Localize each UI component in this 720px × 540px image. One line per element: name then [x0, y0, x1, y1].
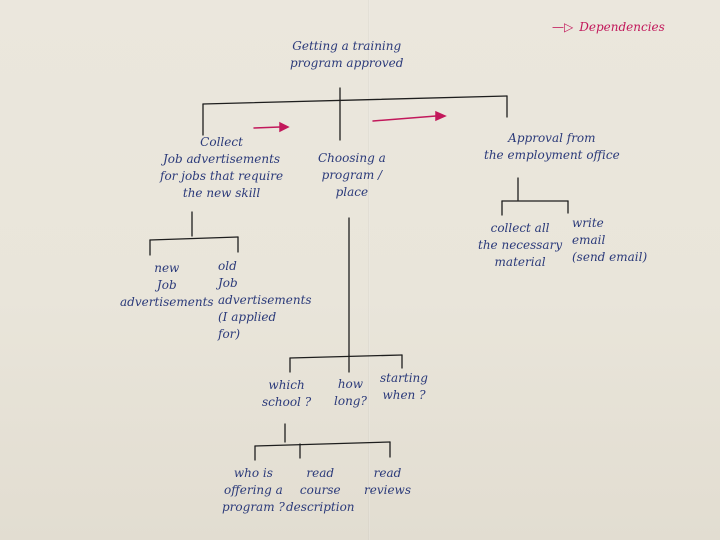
node-read-course-description: read course description	[286, 466, 355, 514]
node-choosing-program: Choosing a program / place	[318, 151, 386, 199]
node-old-job-ads: old Job advertisements (I applied for)	[218, 259, 312, 341]
dependency-arrowhead-ads	[279, 121, 290, 133]
node-starting-when: starting when ?	[380, 371, 428, 402]
node-how-long: how long?	[334, 377, 367, 408]
dependency-arrowhead-approval	[435, 110, 447, 122]
legend-label: Dependencies	[579, 20, 665, 34]
connector-ads-bar	[149, 236, 239, 241]
dependency-arrow-program-to-approval	[372, 115, 437, 122]
legend-arrow-icon: —▷	[552, 20, 574, 34]
connector-school-bar	[254, 441, 391, 447]
node-who-offering-program: who is offering a program ?	[222, 466, 285, 514]
node-new-job-ads: new Job advertisements	[120, 261, 214, 309]
connector-program-bar	[289, 354, 403, 359]
node-which-school: which school ?	[262, 378, 312, 409]
paper-fold	[368, 0, 370, 540]
node-write-email: write email (send email)	[572, 216, 648, 264]
node-collect-job-ads: Collect Job advertisements for jobs that…	[160, 135, 284, 200]
node-root: Getting a training program approved	[290, 39, 404, 70]
node-read-reviews: read reviews	[364, 466, 411, 497]
node-collect-material: collect all the necessary material	[478, 221, 563, 269]
dependency-arrow-ads-to-program	[253, 126, 281, 129]
connector-level1-bar	[202, 95, 508, 105]
legend-dependencies: —▷ Dependencies	[552, 20, 665, 34]
node-approval-employment-office: Approval from the employment office	[484, 131, 620, 162]
